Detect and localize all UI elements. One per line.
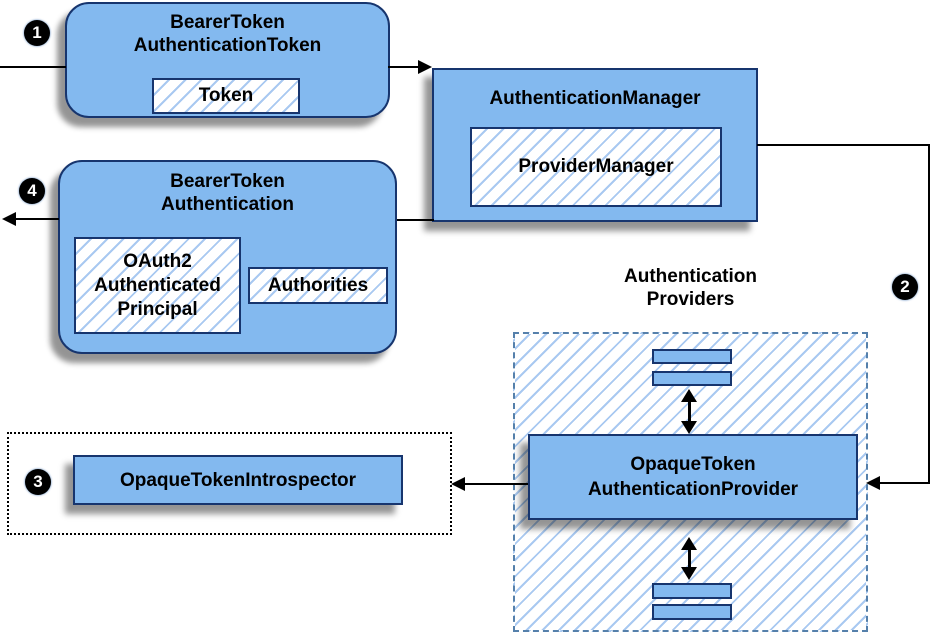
arrowhead-left-icon (2, 212, 16, 226)
step-badge-2: 2 (892, 274, 918, 300)
connector-token-to-manager (388, 66, 420, 68)
arrowhead-right-icon (418, 60, 432, 74)
node-title: BearerToken Authentication (161, 171, 294, 215)
node-title: AuthenticationManager (489, 88, 701, 109)
step-badge-3: 3 (25, 469, 51, 495)
connector-manager-to-authentication (397, 219, 434, 221)
node-bearer-token-authentication: BearerToken Authentication OAuth2 Authen… (58, 160, 397, 354)
provider-bar (652, 604, 732, 620)
arrowhead-down-icon (681, 567, 697, 580)
double-arrow-top-shaft (688, 400, 691, 424)
node-oauth2-authenticated-principal: OAuth2 Authenticated Principal (74, 237, 241, 334)
node-authentication-manager: AuthenticationManager ProviderManager (432, 68, 758, 222)
connector-provider-to-introspector (464, 483, 528, 485)
provider-bar (652, 371, 732, 386)
connector-into-provider-h (879, 482, 930, 484)
node-bearer-token-authentication-token: BearerToken AuthenticationToken Token (65, 2, 390, 118)
authentication-providers-label: Authentication Providers (624, 266, 757, 310)
arrowhead-down-icon (681, 421, 697, 434)
connector-authentication-out-left (14, 218, 59, 220)
node-title: BearerToken AuthenticationToken (133, 12, 322, 56)
arrowhead-up-icon (681, 537, 697, 550)
step-badge-4: 4 (19, 178, 45, 204)
connector-manager-right-h (757, 144, 930, 146)
step-badge-1: 1 (24, 20, 50, 46)
connector-manager-right-v (928, 144, 930, 484)
node-provider-manager: ProviderManager (470, 127, 722, 207)
double-arrow-bottom-shaft (688, 548, 691, 570)
node-opaque-token-authentication-provider: OpaqueToken AuthenticationProvider (528, 434, 858, 520)
node-token: Token (152, 78, 300, 114)
node-authorities: Authorities (248, 267, 388, 304)
node-title: OpaqueTokenIntrospector (119, 469, 357, 491)
provider-bar (652, 349, 732, 364)
arrowhead-left-icon (866, 476, 880, 490)
node-title: OpaqueToken AuthenticationProvider (587, 454, 799, 500)
node-opaque-token-introspector: OpaqueTokenIntrospector (73, 455, 403, 505)
arrowhead-up-icon (681, 389, 697, 402)
connector-incoming-left (0, 66, 66, 68)
provider-bar (652, 583, 732, 599)
arrowhead-left-icon (451, 477, 465, 491)
